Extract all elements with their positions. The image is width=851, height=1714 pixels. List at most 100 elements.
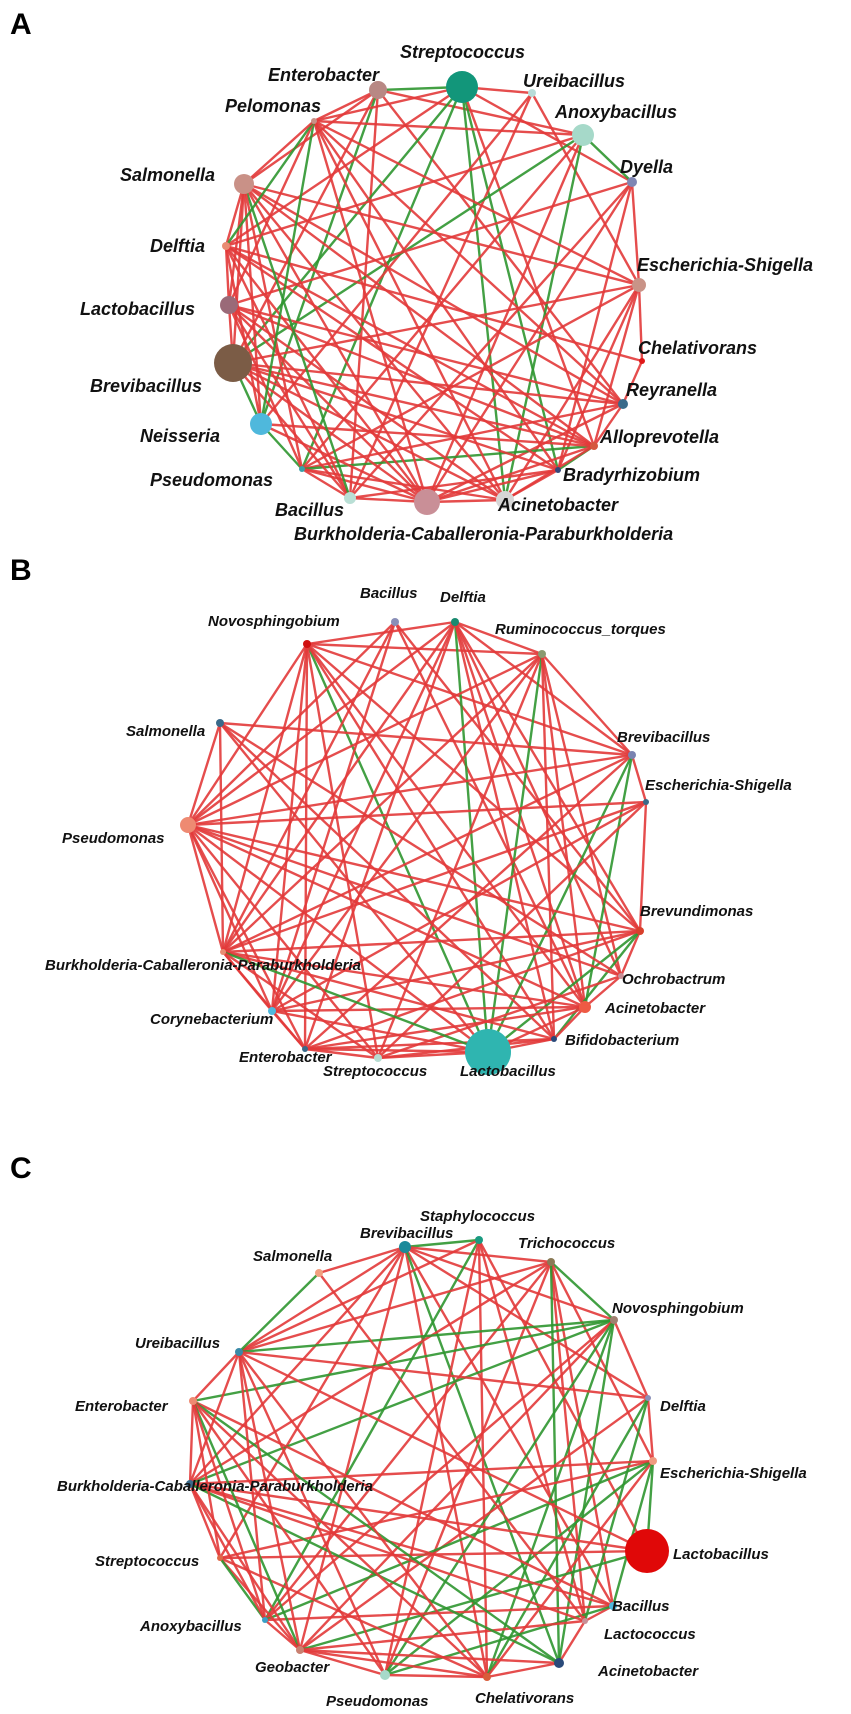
positive-correlation-edge — [218, 1556, 489, 1679]
taxon-label: Delftia — [150, 236, 205, 256]
positive-correlation-edge — [227, 303, 429, 504]
taxon-label: Brevibacillus — [617, 729, 710, 746]
taxon-node — [582, 1618, 588, 1624]
taxon-node — [649, 1457, 657, 1465]
positive-correlation-edge — [503, 283, 641, 502]
taxon-node — [296, 1646, 304, 1654]
positive-correlation-edge — [218, 721, 225, 954]
positive-correlation-edge — [425, 498, 507, 504]
negative-correlation-edge — [191, 1318, 616, 1403]
positive-correlation-edge — [186, 823, 642, 933]
positive-correlation-edge — [221, 950, 556, 1041]
taxon-label: Bacillus — [612, 1598, 670, 1615]
taxon-node — [369, 81, 387, 99]
positive-correlation-edge — [188, 1482, 649, 1553]
taxon-node — [547, 1258, 555, 1266]
taxon-label: Salmonella — [253, 1248, 332, 1265]
positive-correlation-edge — [218, 721, 556, 1041]
positive-correlation-edge — [242, 182, 596, 448]
positive-correlation-edge — [592, 283, 641, 448]
positive-correlation-edge — [227, 303, 352, 500]
taxon-node — [399, 1241, 411, 1253]
positive-correlation-edge — [425, 133, 585, 504]
positive-correlation-edge — [231, 361, 560, 472]
taxon-label: Geobacter — [255, 1659, 330, 1676]
positive-correlation-edge — [188, 1482, 302, 1652]
positive-correlation-edge — [270, 800, 648, 1013]
taxon-node — [618, 399, 628, 409]
node-layer — [180, 618, 649, 1075]
positive-correlation-edge — [556, 283, 641, 472]
positive-correlation-edge — [221, 620, 457, 954]
taxon-label: Dyella — [620, 157, 673, 177]
positive-correlation-edge — [621, 359, 644, 406]
positive-correlation-edge — [221, 950, 274, 1013]
positive-correlation-edge — [224, 244, 644, 363]
positive-correlation-edge — [186, 620, 397, 827]
taxon-node — [216, 719, 224, 727]
taxon-node — [234, 174, 254, 194]
taxon-label: Burkholderia-Caballeronia-Paraburkholder… — [57, 1478, 373, 1495]
positive-correlation-edge — [303, 1037, 556, 1051]
positive-correlation-edge — [231, 88, 380, 365]
taxon-node — [235, 1348, 243, 1356]
taxon-node — [632, 278, 646, 292]
positive-correlation-edge — [237, 1350, 489, 1679]
positive-correlation-edge — [619, 929, 642, 978]
taxon-node — [299, 466, 305, 472]
taxon-label: Salmonella — [120, 165, 215, 185]
taxon-node — [639, 358, 645, 364]
positive-correlation-edge — [188, 1459, 655, 1486]
node-layer — [186, 1236, 669, 1681]
positive-correlation-edge — [298, 1245, 407, 1652]
panel-letter-c: C — [10, 1152, 32, 1185]
taxon-label: Streptococcus — [95, 1553, 199, 1570]
negative-correlation-edge — [221, 950, 490, 1054]
negative-correlation-edge — [259, 119, 316, 426]
positive-correlation-edge — [242, 182, 641, 287]
taxon-node — [618, 973, 624, 979]
taxon-node — [217, 1555, 223, 1561]
positive-correlation-edge — [186, 620, 457, 827]
panel-letter-a: A — [10, 8, 32, 41]
positive-correlation-edge — [218, 721, 623, 978]
negative-correlation-edge — [611, 1459, 655, 1608]
positive-correlation-edge — [188, 1482, 615, 1608]
positive-correlation-edge — [221, 800, 648, 954]
taxon-label: Lactobacillus — [80, 299, 195, 319]
positive-correlation-edge — [312, 119, 429, 504]
taxon-node — [186, 1480, 194, 1488]
taxon-label: Pseudomonas — [62, 830, 165, 847]
positive-correlation-edge — [224, 182, 246, 248]
positive-correlation-edge — [242, 182, 429, 504]
positive-correlation-edge — [186, 823, 307, 1051]
positive-correlation-edge — [646, 1396, 655, 1463]
positive-correlation-edge — [305, 642, 634, 757]
positive-correlation-edge — [237, 1350, 387, 1677]
positive-correlation-edge — [303, 642, 309, 1051]
taxon-label: Pseudomonas — [150, 470, 273, 490]
taxon-label: Ureibacillus — [135, 1335, 220, 1352]
taxon-node — [496, 491, 514, 509]
positive-correlation-edge — [224, 244, 429, 504]
taxon-label: Brevibacillus — [360, 1225, 453, 1242]
positive-correlation-edge — [188, 1482, 222, 1560]
edge-layer — [188, 1238, 655, 1679]
positive-correlation-edge — [188, 1260, 553, 1486]
panel-letter-b: B — [10, 554, 32, 587]
positive-correlation-edge — [549, 1260, 587, 1623]
positive-correlation-edge — [224, 244, 560, 472]
taxon-node — [590, 442, 598, 450]
taxon-node — [579, 1001, 591, 1013]
negative-correlation-edge — [581, 133, 634, 184]
taxon-label: Escherichia-Shigella — [637, 255, 813, 275]
positive-correlation-edge — [221, 950, 380, 1060]
positive-correlation-edge — [221, 950, 587, 1009]
positive-correlation-edge — [227, 182, 246, 307]
positive-correlation-edge — [637, 283, 644, 363]
positive-correlation-edge — [303, 1047, 380, 1060]
edge-layer — [186, 620, 648, 1060]
taxon-label: Salmonella — [126, 723, 205, 740]
taxon-label: Staphylococcus — [420, 1208, 535, 1225]
